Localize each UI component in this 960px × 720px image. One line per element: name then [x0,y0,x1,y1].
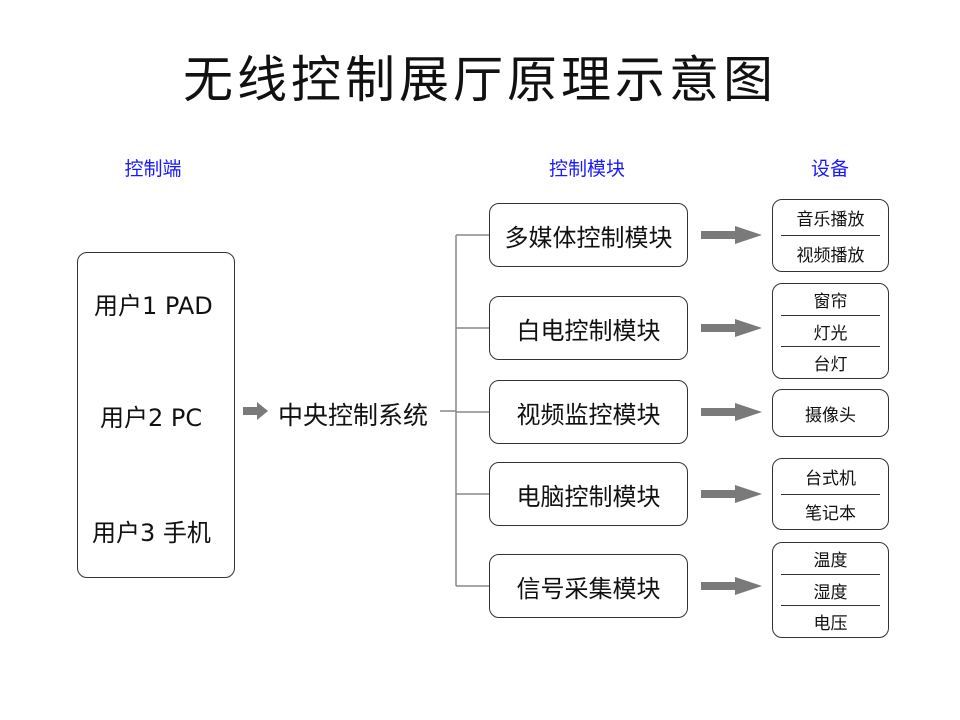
device-divider [781,493,880,495]
central-system-label: 中央控制系统 [278,401,429,430]
device-item: 温度 [813,550,848,571]
device-box-5: 温度湿度电压 [772,542,889,638]
device-item: 台式机 [805,468,856,489]
device-divider [781,235,880,236]
device-item: 灯光 [813,323,848,344]
module-label-1: 多媒体控制模块 [504,223,673,252]
device-box-4: 台式机笔记本 [772,458,889,530]
client-arrow [243,402,268,420]
device-arrows [701,226,762,595]
header-client: 控制端 [124,158,182,180]
page-title: 无线控制展厅原理示意图 [183,51,777,109]
client-box [77,252,235,578]
module-box-3: 视频监控模块 [489,380,688,444]
device-arrow-2 [701,319,762,337]
module-box-1: 多媒体控制模块 [489,203,688,267]
device-arrow-3 [701,403,762,421]
device-box-1: 音乐播放视频播放 [772,199,889,272]
device-arrow-5 [701,577,762,595]
device-item: 笔记本 [805,504,856,525]
device-item: 湿度 [813,582,848,603]
device-divider [781,573,880,575]
device-item: 台灯 [813,355,848,376]
module-box-2: 白电控制模块 [489,296,688,360]
device-divider [781,314,880,316]
module-label-4: 电脑控制模块 [516,482,661,511]
module-label-2: 白电控制模块 [516,316,661,345]
device-divider [781,346,880,348]
device-item: 音乐播放 [796,210,865,230]
user-2-label: 用户2 PC [100,404,203,432]
connector-trunk [440,234,489,587]
device-item: 电压 [813,614,848,635]
device-box-3: 摄像头 [772,389,889,437]
user-3-label: 用户3 手机 [92,519,211,547]
device-item: 窗帘 [813,291,848,312]
device-item: 摄像头 [805,405,856,426]
module-label-5: 信号采集模块 [516,574,661,603]
module-box-4: 电脑控制模块 [489,462,688,526]
header-modules: 控制模块 [548,158,625,180]
device-box-2: 窗帘灯光台灯 [772,283,889,379]
device-item: 视频播放 [796,246,865,266]
device-arrow-1 [701,226,762,244]
header-devices: 设备 [810,158,849,180]
device-divider [781,605,880,607]
module-box-5: 信号采集模块 [489,554,688,618]
user-1-label: 用户1 PAD [94,292,213,320]
device-arrow-4 [701,485,762,503]
module-label-3: 视频监控模块 [516,400,661,429]
